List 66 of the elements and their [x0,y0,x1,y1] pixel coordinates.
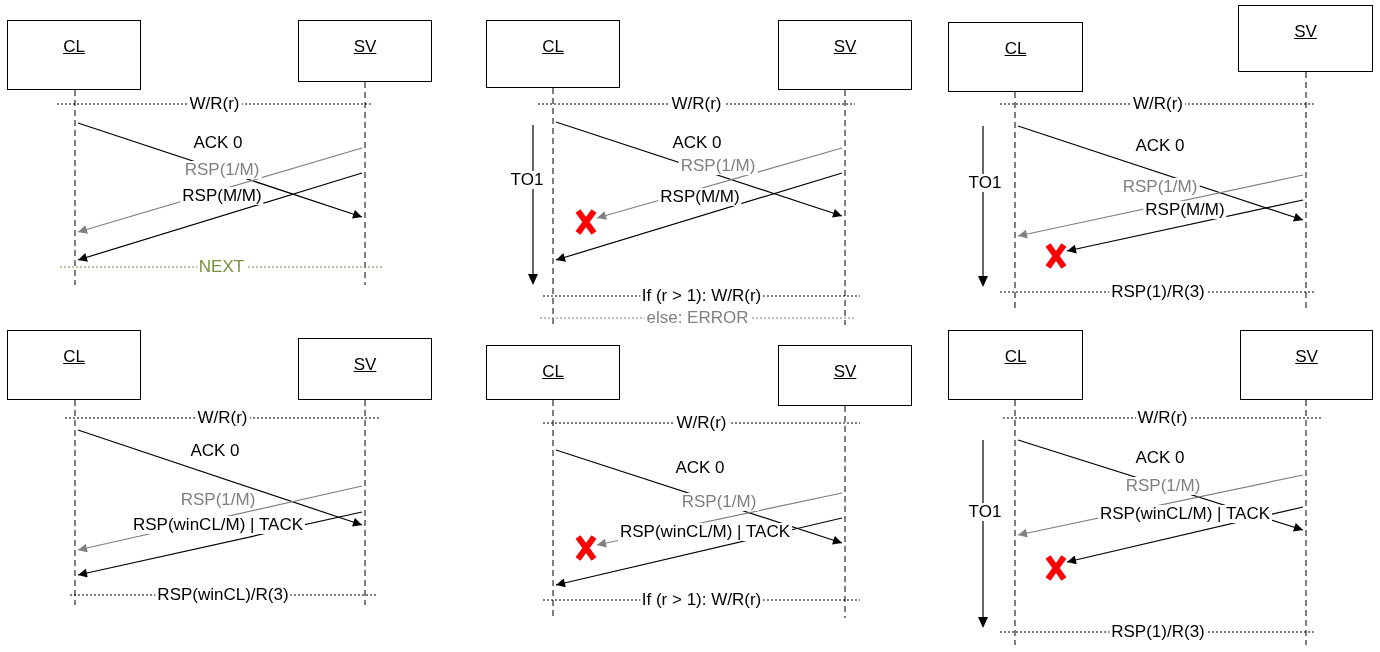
participant-box [778,345,912,406]
message-arrow [555,172,843,262]
separator-label: RSP(1)/R(3) [1109,623,1207,641]
participant-box [298,338,432,400]
participant-box [1240,330,1373,400]
participant-box [7,20,141,90]
participant-label: SV [353,37,377,57]
message-arrow [1066,199,1304,254]
participant-label: CL [542,37,564,57]
participant-label: CL [1004,39,1027,59]
edge-label: RSP(winCL/M) | TACK [131,516,305,534]
lifeline [550,400,556,618]
lifeline [1012,92,1018,310]
lifeline [362,400,368,605]
edge-label: RSP(M/M) [180,187,264,205]
message-arrow [77,172,363,262]
cross-icon [1045,554,1067,582]
participant-box [7,330,141,400]
lifeline [550,88,556,325]
timer-label: TO1 [966,503,1004,521]
separator-label: W/R(r) [1131,95,1185,113]
cross-icon [1045,242,1067,270]
lifeline [1303,72,1309,310]
participant-label: CL [1004,347,1027,367]
separator-label: W/R(r) [669,95,724,113]
timer-label: TO1 [966,174,1004,192]
lifeline [842,406,848,618]
separator-label: If (r > 1): W/R(r) [639,287,764,305]
edge-label: RSP(1/M) [678,157,758,175]
lifeline [72,90,78,285]
separator-label: W/R(r) [1135,409,1190,427]
edge-label: RSP(winCL/M) | TACK [618,523,792,541]
cross-icon [575,534,597,562]
participant-box [778,20,912,90]
separator-label: W/R(r) [187,95,242,113]
separator-label: W/R(r) [674,414,729,432]
participant-label: CL [63,347,85,367]
message-arrow [77,429,363,527]
separator-label: W/R(r) [195,409,250,427]
lifeline [1012,400,1018,645]
participant-box [486,20,620,88]
separator-label: If (r > 1): W/R(r) [639,591,764,609]
edge-label: RSP(M/M) [1143,201,1227,219]
separator-label: RSP(winCL)/R(3) [155,586,291,604]
participant-box [948,22,1083,92]
participant-label: SV [353,355,377,375]
separator-label: RSP(1)/R(3) [1109,283,1207,301]
edge-label: RSP(M/M) [658,188,742,206]
timer-label: TO1 [508,171,546,189]
participant-box [298,20,432,82]
participant-box [948,330,1083,400]
message-arrow [1017,125,1304,222]
participant-box [486,345,620,400]
participant-label: SV [833,37,857,57]
lifeline [1303,400,1309,645]
lifeline [362,82,368,285]
lifeline [72,400,78,605]
participant-box [1238,5,1373,72]
participant-label: SV [833,362,857,382]
participant-label: SV [1295,347,1318,367]
edge-label: RSP(winCL/M) | TACK [1098,505,1272,523]
participant-label: CL [542,362,564,382]
participant-label: SV [1294,22,1317,42]
lifeline [842,90,848,325]
participant-label: CL [63,37,85,57]
cross-icon [575,208,597,236]
